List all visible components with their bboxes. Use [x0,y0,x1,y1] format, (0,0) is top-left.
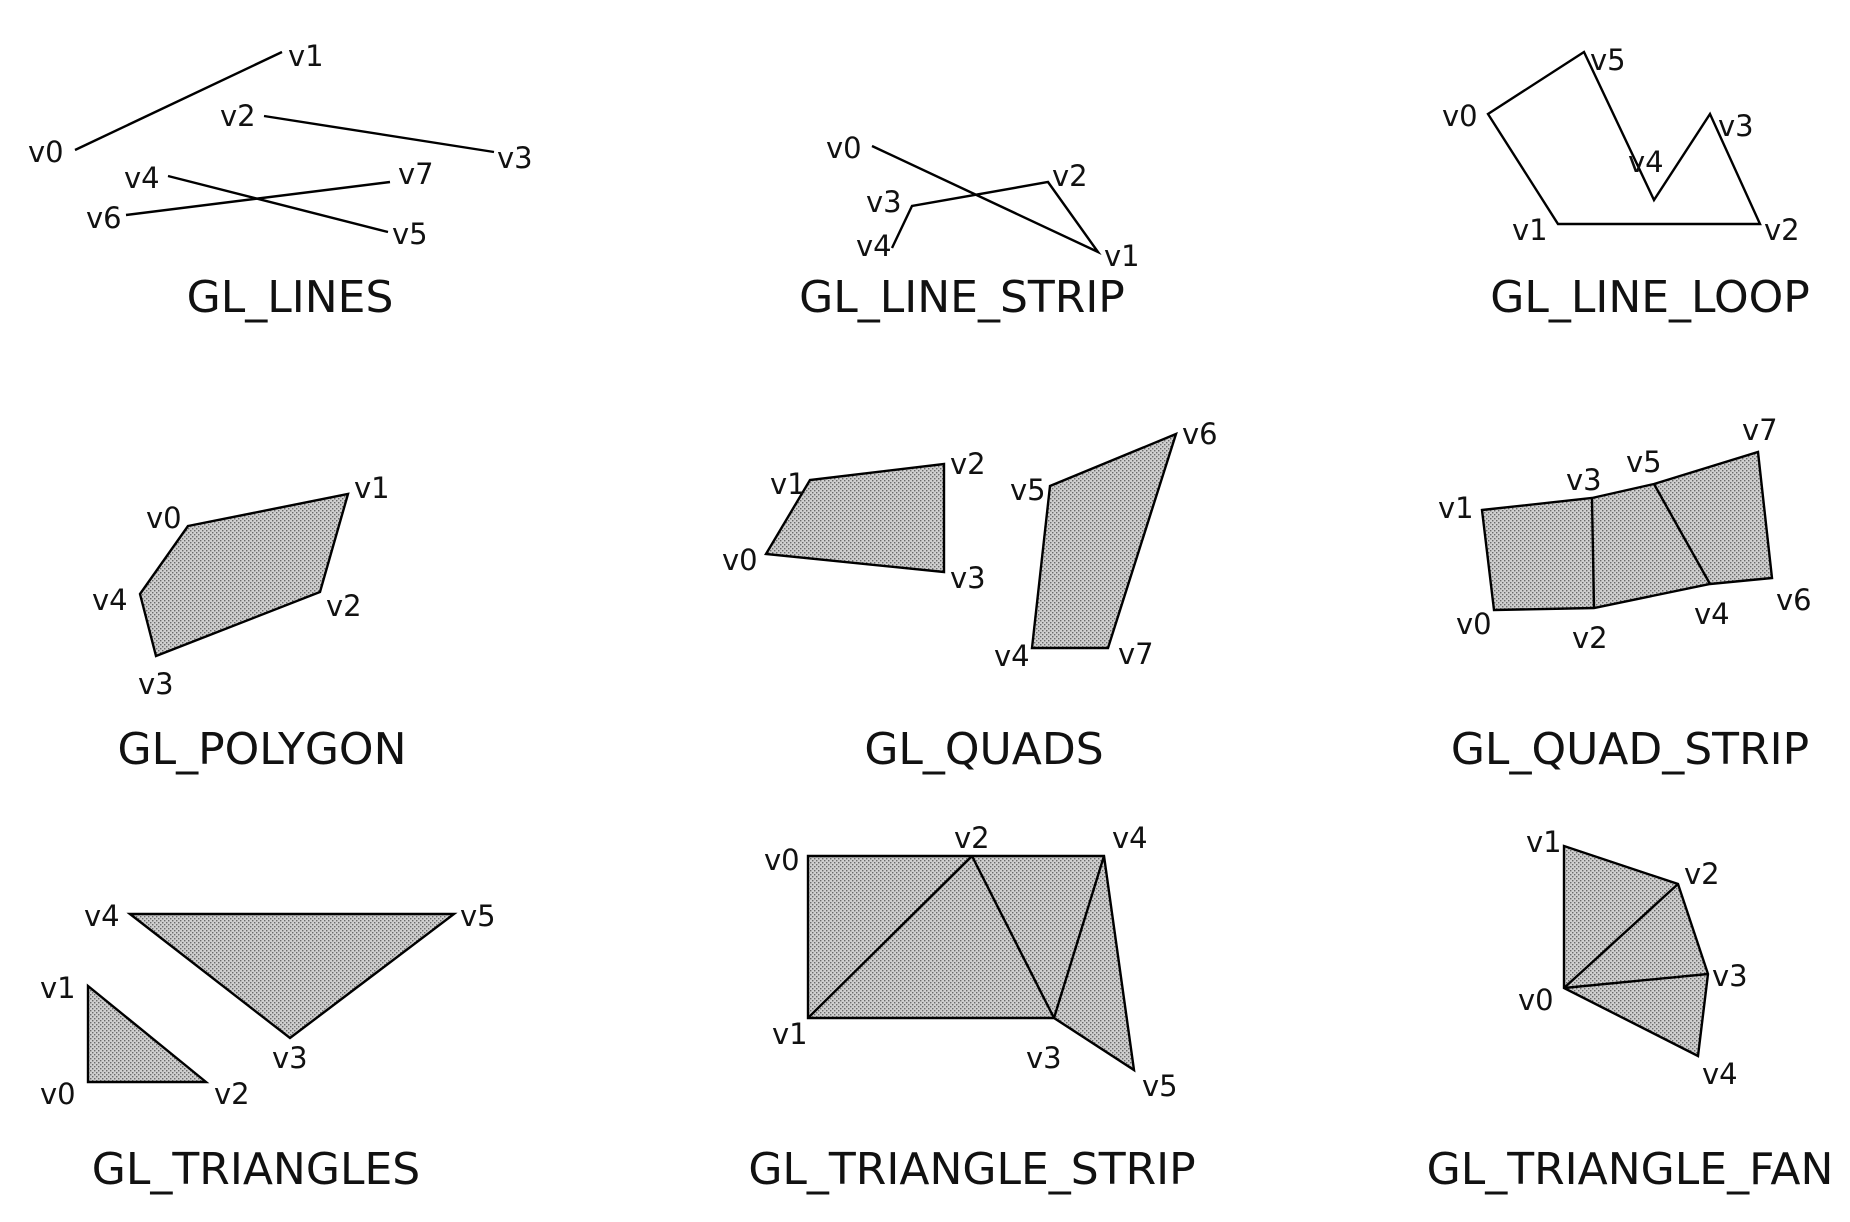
vertex-label: v4 [92,583,128,617]
quad-face-1 [764,462,946,574]
vertex-label: v2 [326,589,362,623]
line-strip-path [871,144,1102,256]
vertex-label: v3 [866,185,902,219]
vertex-label: v6 [1776,583,1812,617]
vertex-label: v2 [1684,857,1720,891]
vertex-label: v4 [1628,145,1664,179]
vertex-label: v1 [1104,239,1140,273]
vertex-label: v7 [398,157,434,191]
vertex-label: v0 [1456,607,1492,641]
vertex-label: v3 [497,141,533,175]
vertex-label: v1 [770,467,806,501]
vertex-label: v3 [1712,959,1748,993]
line-v2-v3 [263,114,495,154]
vertex-label: v1 [1512,213,1548,247]
vertex-label: v2 [950,447,986,481]
vertex-label: v1 [772,1017,808,1051]
vertex-label: v4 [1112,821,1148,855]
quad-strip-face [1480,450,1774,612]
strip-edge-v2-v3 [970,855,1056,1019]
caption-gl-polygon: GL_POLYGON [118,724,407,775]
caption-gl-lines: GL_LINES [187,272,394,323]
vertex-label: v6 [86,201,122,235]
vertex-label: v0 [1518,983,1554,1017]
vertex-label: v5 [460,899,496,933]
vertex-label: v3 [1026,1041,1062,1075]
vertex-label: v4 [1694,597,1730,631]
line-v6-v7 [125,180,391,217]
vertex-label: v1 [1438,491,1474,525]
strip-edge-v3-v4 [1052,855,1106,1019]
caption-gl-triangle-strip: GL_TRIANGLE_STRIP [748,1144,1195,1195]
vertex-label: v3 [1718,109,1754,143]
vertex-label: v4 [124,161,160,195]
vertex-label: v3 [950,561,986,595]
vertex-label: v1 [354,471,390,505]
line-v0-v1 [74,50,283,152]
vertex-label: v0 [1442,99,1478,133]
vertex-label: v5 [1626,445,1662,479]
vertex-label: v2 [1052,159,1088,193]
line-loop-path [1486,50,1762,226]
caption-gl-triangles: GL_TRIANGLES [92,1144,420,1195]
vertex-label: v1 [288,39,324,73]
panel-gl-polygon: v0 v1 v2 v3 v4 GL_POLYGON [92,471,406,775]
vertex-label: v7 [1742,413,1778,447]
vertex-label: v1 [40,971,76,1005]
vertex-label: v0 [722,543,758,577]
quad-face-2 [1030,431,1178,650]
vertex-label: v6 [1182,417,1218,451]
fan-edge-v0-v2 [1563,883,1679,989]
polygon-face [138,492,350,658]
vertex-label: v2 [214,1077,250,1111]
panel-gl-triangles: v0 v1 v2 v3 v4 v5 GL_TRIANGLES [40,899,496,1195]
vertex-label: v2 [1572,621,1608,655]
vertex-label: v0 [826,131,862,165]
triangle-strip-face [806,854,1136,1073]
panel-gl-quads: v0 v1 v2 v3 v4 v5 v6 v7 GL_QUADS [722,417,1218,775]
vertex-label: v0 [28,135,64,169]
quad-strip-edge-v2-v3 [1590,497,1596,609]
vertex-label: v5 [1142,1069,1178,1103]
vertex-label: v5 [1010,473,1046,507]
vertex-label: v2 [220,99,256,133]
vertex-label: v4 [1702,1057,1738,1091]
panel-gl-line-strip: v0 v1 v2 v3 v4 GL_LINE_STRIP [799,131,1139,323]
strip-edge-v1-v2 [807,855,973,1019]
vertex-label: v5 [392,217,428,251]
panel-gl-line-loop: v0 v1 v2 v3 v4 v5 GL_LINE_LOOP [1442,43,1810,323]
fan-edge-v0-v3 [1563,972,1709,990]
vertex-label: v0 [146,501,182,535]
panel-gl-triangle-fan: v0 v1 v2 v3 v4 GL_TRIANGLE_FAN [1427,825,1834,1195]
vertex-label: v7 [1118,637,1154,671]
triangle-face-1 [86,983,210,1084]
vertex-label: v3 [1566,463,1602,497]
caption-gl-quads: GL_QUADS [864,724,1103,775]
caption-gl-line-loop: GL_LINE_LOOP [1490,272,1810,323]
caption-gl-quad-strip: GL_QUAD_STRIP [1451,724,1809,775]
vertex-label: v4 [994,639,1030,673]
vertex-label: v1 [1526,825,1562,859]
vertex-label: v2 [1764,213,1800,247]
vertex-label: v0 [40,1077,76,1111]
caption-gl-line-strip: GL_LINE_STRIP [799,272,1125,323]
caption-gl-triangle-fan: GL_TRIANGLE_FAN [1427,1144,1834,1195]
line-v4-v5 [167,174,389,234]
panel-gl-quad-strip: v0 v1 v2 v3 v4 v5 v6 v7 GL_QUAD_STRIP [1438,413,1812,775]
vertex-label: v3 [272,1041,308,1075]
vertex-label: v0 [764,843,800,877]
vertex-label: v3 [138,667,174,701]
triangle-face-2 [126,912,458,1040]
vertex-label: v5 [1590,43,1626,77]
quad-strip-edge-v4-v5 [1652,483,1712,585]
panel-gl-triangle-strip: v0 v1 v2 v3 v4 v5 GL_TRIANGLE_STRIP [748,821,1195,1195]
panel-gl-lines: v0 v1 v2 v3 v4 v5 v6 v7 GL_LINES [28,39,533,323]
vertex-label: v4 [84,899,120,933]
vertex-label: v2 [954,821,990,855]
vertex-label: v4 [856,229,892,263]
triangle-fan-face [1562,844,1710,1058]
